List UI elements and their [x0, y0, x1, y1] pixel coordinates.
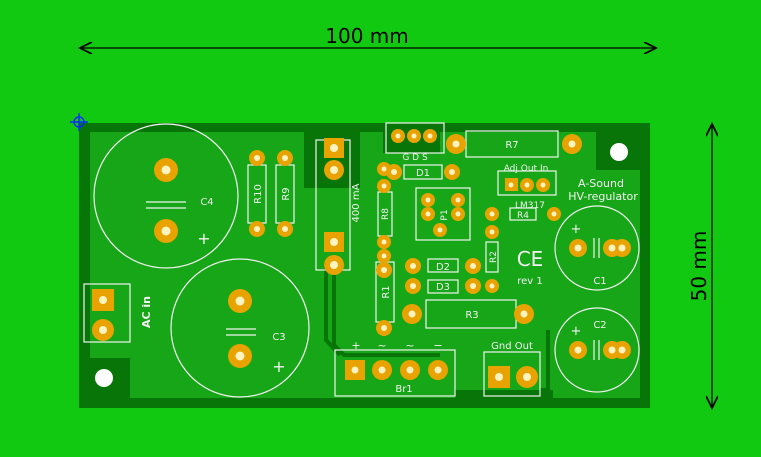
height-dimension: 50 mm [687, 124, 712, 408]
d2-label: D2 [436, 262, 450, 273]
r3-label: R3 [465, 310, 478, 321]
c3-label: C3 [272, 332, 285, 343]
c4-outline [93, 123, 239, 269]
br1-label: Br1 [395, 384, 412, 395]
r10-label: R10 [253, 184, 264, 204]
r1-label: R1 [381, 285, 392, 298]
c1-label: C1 [593, 276, 606, 287]
width-dimension: 100 mm [80, 24, 656, 48]
pads [92, 129, 631, 388]
c2-outline [554, 307, 640, 393]
c3-plus: + [272, 357, 285, 376]
r2-label: R2 [489, 251, 499, 263]
d1-label: D1 [416, 168, 430, 179]
c2-label: C2 [593, 320, 606, 331]
bridge-ac2-label: ~ [405, 339, 414, 352]
revision-label: rev 1 [517, 276, 543, 287]
width-label: 100 mm [325, 24, 409, 48]
drill-holes [99, 133, 626, 381]
height-label: 50 mm [687, 231, 711, 302]
gnd-out-label: Gnd Out [491, 341, 533, 352]
mounting-hole [604, 138, 634, 166]
c4-plus: + [197, 229, 210, 248]
bridge-plus-label: + [351, 339, 360, 352]
c1-plus: + [571, 222, 582, 237]
r7-label: R7 [505, 140, 518, 151]
c2-plus: + [571, 324, 582, 339]
brand-label: A-Sound [578, 177, 624, 190]
fuse-rating: 400 mA [351, 183, 362, 222]
r9-label: R9 [281, 187, 292, 200]
trimmer-pins: G D S [402, 153, 428, 163]
product-label: HV-regulator [568, 190, 638, 203]
c1-outline [554, 205, 640, 291]
c3-outline [170, 258, 310, 398]
mounting-hole [90, 364, 120, 392]
bridge-ac1-label: ~ [377, 339, 386, 352]
ce-mark: CE [517, 247, 544, 271]
d3-label: D3 [436, 282, 450, 293]
bridge-minus-label: − [433, 339, 442, 352]
c4-label: C4 [200, 197, 213, 208]
p1-label: P1 [440, 209, 450, 220]
r8-label: R8 [381, 208, 391, 220]
r4-label: R4 [517, 211, 529, 221]
ic-label: LM317 [515, 201, 545, 211]
origin-crosshair [70, 113, 88, 131]
adj-out-in-label: Adj Out In [504, 164, 549, 174]
ac-in-label: AC in [140, 296, 153, 328]
copper-pour [90, 132, 640, 398]
